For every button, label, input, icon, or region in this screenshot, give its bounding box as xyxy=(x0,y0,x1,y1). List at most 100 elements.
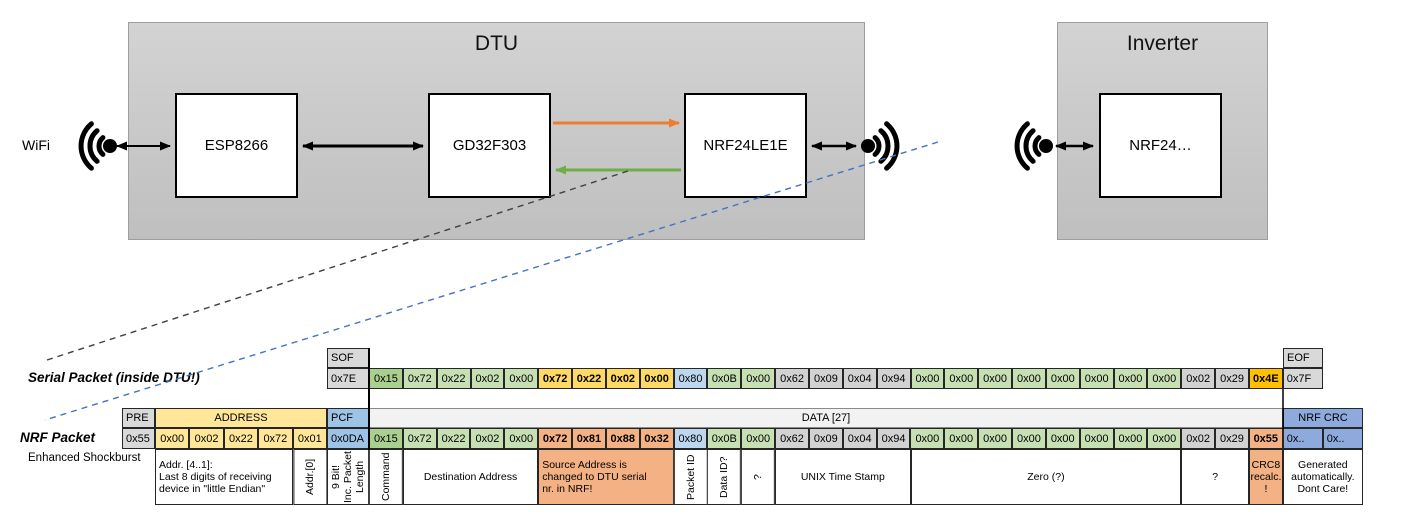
gd32f303-label: GD32F303 xyxy=(452,137,527,154)
eof-header: EOF xyxy=(1283,348,1323,368)
annotation-cell: Command xyxy=(368,449,403,505)
serial-byte-cell: 0x00 xyxy=(1079,368,1114,389)
annotation-cell: ? xyxy=(741,449,776,505)
gd32f303-box: GD32F303 xyxy=(428,93,551,198)
pcf-value-cell: 0x0DA xyxy=(326,428,369,449)
address-header: ADDRESS xyxy=(155,408,327,428)
nrf-byte-cell: 0x00 xyxy=(1113,428,1148,449)
nrf-crc-header: NRF CRC xyxy=(1283,408,1363,428)
annotation-cell: 9 Bit! Inc. Packet Length xyxy=(326,449,369,505)
nrf-byte-cell: 0x15 xyxy=(368,428,403,449)
inverter-nrf24-box: NRF24… xyxy=(1099,93,1222,198)
nrf-byte-cell: 0x00 xyxy=(944,428,979,449)
serial-byte-cell: 0x00 xyxy=(944,368,979,389)
sof-header: SOF xyxy=(327,348,369,368)
address-byte-cell: 0x01 xyxy=(292,428,327,449)
serial-byte-cell: 0x72 xyxy=(538,368,573,389)
serial-byte-cell: 0x04 xyxy=(842,368,877,389)
serial-byte-cell: 0x00 xyxy=(978,368,1013,389)
esp8266-box: ESP8266 xyxy=(175,93,298,198)
dtu-title: DTU xyxy=(474,32,519,55)
serial-byte-cell: 0x00 xyxy=(1147,368,1182,389)
inverter-nrf24-label: NRF24… xyxy=(1129,137,1192,154)
crc-value-cell: 0x.. xyxy=(1322,428,1363,449)
nrf-packet-annotations-row: Addr. [4..1]: Last 8 digits of receiving… xyxy=(155,449,1363,505)
annotation-cell: Packet ID xyxy=(673,449,708,505)
wifi-signal-icon xyxy=(78,121,117,171)
nrf24le1e-box: NRF24LE1E xyxy=(684,93,807,198)
pcf-header: PCF xyxy=(327,408,369,428)
nrf-byte-cell: 0x00 xyxy=(1147,428,1182,449)
nrf-byte-cell: 0x0B xyxy=(707,428,742,449)
nrf-byte-cell: 0x00 xyxy=(910,428,945,449)
serial-byte-cell: 0x72 xyxy=(402,368,437,389)
serial-byte-cell: 0x62 xyxy=(775,368,809,389)
nrf-byte-cell: 0x02 xyxy=(470,428,505,449)
eof-value-cell: 0x7F xyxy=(1282,368,1323,389)
inverter-container: Inverter xyxy=(1057,22,1268,240)
annotation-cell: Generated automatically. Dont Care! xyxy=(1282,449,1363,505)
serial-byte-cell: 0x0B xyxy=(707,368,742,389)
nrf-byte-cell: 0x81 xyxy=(572,428,606,449)
nrf-byte-cell: 0x00 xyxy=(1079,428,1114,449)
serial-byte-cell: 0x00 xyxy=(1045,368,1080,389)
serial-byte-cell: 0x00 xyxy=(639,368,674,389)
annotation-cell: Source Address is changed to DTU serial … xyxy=(538,449,674,505)
serial-byte-cell: 0x02 xyxy=(605,368,640,389)
annotation-cell: ? xyxy=(1181,449,1250,505)
serial-byte-cell: 0x00 xyxy=(910,368,945,389)
nrf-byte-cell: 0x22 xyxy=(436,428,471,449)
nrf-packet-label: NRF Packet xyxy=(20,430,96,445)
nrf-byte-cell: 0x55 xyxy=(1248,428,1283,449)
serial-byte-cell: 0x00 xyxy=(504,368,539,389)
nrf-byte-cell: 0x32 xyxy=(639,428,674,449)
serial-byte-cell: 0x80 xyxy=(673,368,708,389)
inverter-title: Inverter xyxy=(1126,32,1199,55)
data-header: DATA [27] xyxy=(369,408,1283,428)
enhanced-shockburst-label: Enhanced Shockburst xyxy=(28,452,141,464)
nrf-byte-cell: 0x09 xyxy=(808,428,843,449)
nrf-byte-cell: 0x02 xyxy=(1181,428,1216,449)
nrf-byte-cell: 0x00 xyxy=(978,428,1012,449)
pre-value-cell: 0x55 xyxy=(122,428,155,449)
serial-byte-cell: 0x22 xyxy=(436,368,471,389)
nrf-byte-cell: 0x00 xyxy=(1045,428,1080,449)
nrf-byte-cell: 0x62 xyxy=(775,428,809,449)
annotation-cell: Addr.[0] xyxy=(292,449,327,505)
crc-value-cell: 0x.. xyxy=(1282,428,1323,449)
serial-byte-cell: 0x94 xyxy=(876,368,911,389)
esp8266-label: ESP8266 xyxy=(204,137,269,154)
annotation-cell: Zero (?) xyxy=(910,449,1182,505)
annotation-cell: Data ID? xyxy=(707,449,742,505)
sof-value-cell: 0x7E xyxy=(327,368,369,389)
address-byte-cell: 0x72 xyxy=(258,428,293,449)
radio-signal-icon-dtu xyxy=(861,121,900,171)
annotation-cell: UNIX Time Stamp xyxy=(775,449,911,505)
serial-byte-cell: 0x22 xyxy=(572,368,606,389)
serial-byte-cell: 0x02 xyxy=(1181,368,1216,389)
wifi-label: WiFi xyxy=(22,137,50,153)
nrf-byte-cell: 0x00 xyxy=(1011,428,1046,449)
address-byte-cell: 0x00 xyxy=(155,428,190,449)
nrf-byte-cell: 0x72 xyxy=(402,428,437,449)
address-byte-cell: 0x02 xyxy=(189,428,224,449)
serial-byte-cell: 0x00 xyxy=(1012,368,1046,389)
nrf-byte-cell: 0x72 xyxy=(538,428,573,449)
nrf-byte-cell: 0x04 xyxy=(842,428,877,449)
serial-byte-cell: 0x4E xyxy=(1248,368,1283,389)
serial-byte-cell: 0x09 xyxy=(808,368,843,389)
annotation-cell: Addr. [4..1]: Last 8 digits of receiving… xyxy=(155,449,293,505)
serial-packet-label: Serial Packet (inside DTU!) xyxy=(28,370,200,385)
annotation-cell: Destination Address xyxy=(402,449,539,505)
serial-byte-cell: 0x29 xyxy=(1215,368,1249,389)
nrf-byte-cell: 0x00 xyxy=(504,428,539,449)
nrf-byte-cell: 0x88 xyxy=(605,428,640,449)
pre-header: PRE xyxy=(122,408,155,428)
nrf-byte-cell: 0x80 xyxy=(673,428,708,449)
serial-byte-cell: 0x02 xyxy=(470,368,505,389)
nrf24le1e-label: NRF24LE1E xyxy=(703,137,788,154)
nrf-byte-cell: 0x29 xyxy=(1215,428,1249,449)
